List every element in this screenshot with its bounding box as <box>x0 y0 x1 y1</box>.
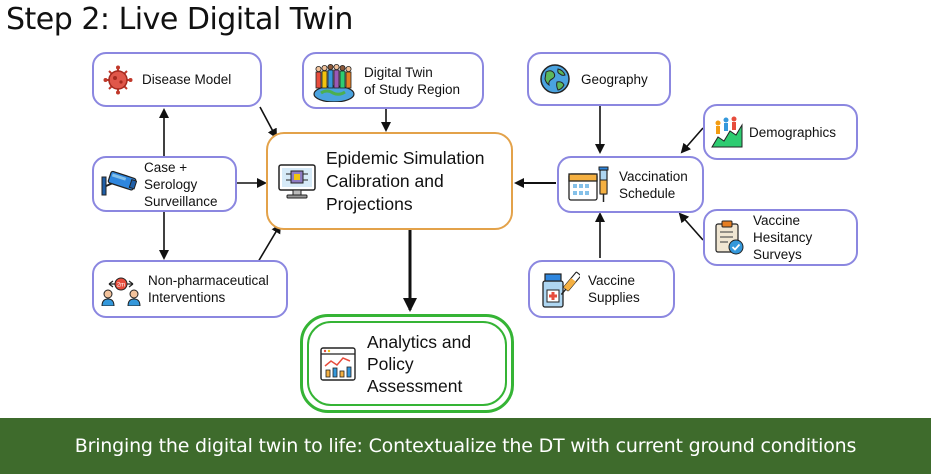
footer-text: Bringing the digital twin to life: Conte… <box>74 435 857 457</box>
epidemic-simulation-label: Epidemic Simulation Calibration and Proj… <box>326 147 485 214</box>
vaccine-vial-icon <box>530 269 588 309</box>
disease-model-box: Disease Model <box>92 52 262 107</box>
arrow-disease-to-epidemic <box>259 106 277 139</box>
cctv-camera-icon <box>94 169 144 199</box>
vaccination-schedule-label: Vaccination Schedule <box>619 168 688 201</box>
globe-icon <box>529 63 581 95</box>
slide-title: Step 2: Live Digital Twin <box>6 2 353 37</box>
npi-box: 2m Non-pharmaceutical Interventions <box>92 260 288 318</box>
vaccine-supplies-box: Vaccine Supplies <box>528 260 675 318</box>
epidemic-simulation-box: Epidemic Simulation Calibration and Proj… <box>266 132 513 230</box>
vaccine-supplies-label: Vaccine Supplies <box>588 273 640 305</box>
arrow-hesitancy-to-vaccination <box>678 212 704 241</box>
digital-twin-box: Digital Twin of Study Region <box>302 52 484 109</box>
digital-twin-label: Digital Twin of Study Region <box>364 64 461 97</box>
analytics-assessment-box: Analytics and Policy Assessment <box>300 314 514 413</box>
analytics-assessment-label: Analytics and Policy Assessment <box>367 331 472 396</box>
disease-model-label: Disease Model <box>142 72 232 87</box>
geography-label: Geography <box>581 71 648 87</box>
hesitancy-surveys-box: Vaccine Hesitancy Surveys <box>703 209 858 266</box>
analytics-dashboard-icon <box>309 346 367 382</box>
arrow-demographics-to-vaccination <box>680 127 704 154</box>
survey-clipboard-icon <box>705 220 753 256</box>
geography-box: Geography <box>527 52 671 106</box>
surveillance-box: Case + Serology Surveillance <box>92 156 237 212</box>
calendar-syringe-icon <box>559 166 619 204</box>
footer-banner: Bringing the digital twin to life: Conte… <box>0 418 931 474</box>
svg-text:2m: 2m <box>117 283 125 289</box>
virus-icon <box>94 65 142 95</box>
demographics-chart-icon <box>705 115 749 149</box>
demographics-label: Demographics <box>749 124 837 140</box>
vaccination-schedule-box: Vaccination Schedule <box>557 156 704 213</box>
computer-simulation-icon <box>268 161 326 201</box>
surveillance-label: Case + Serology Surveillance <box>144 159 218 209</box>
population-globe-icon <box>304 60 364 102</box>
npi-label: Non-pharmaceutical Interventions <box>148 273 269 305</box>
demographics-box: Demographics <box>703 104 858 160</box>
social-distancing-icon: 2m <box>94 272 148 306</box>
arrow-npi-to-epidemic <box>257 223 282 263</box>
hesitancy-surveys-label: Vaccine Hesitancy Surveys <box>753 213 813 262</box>
